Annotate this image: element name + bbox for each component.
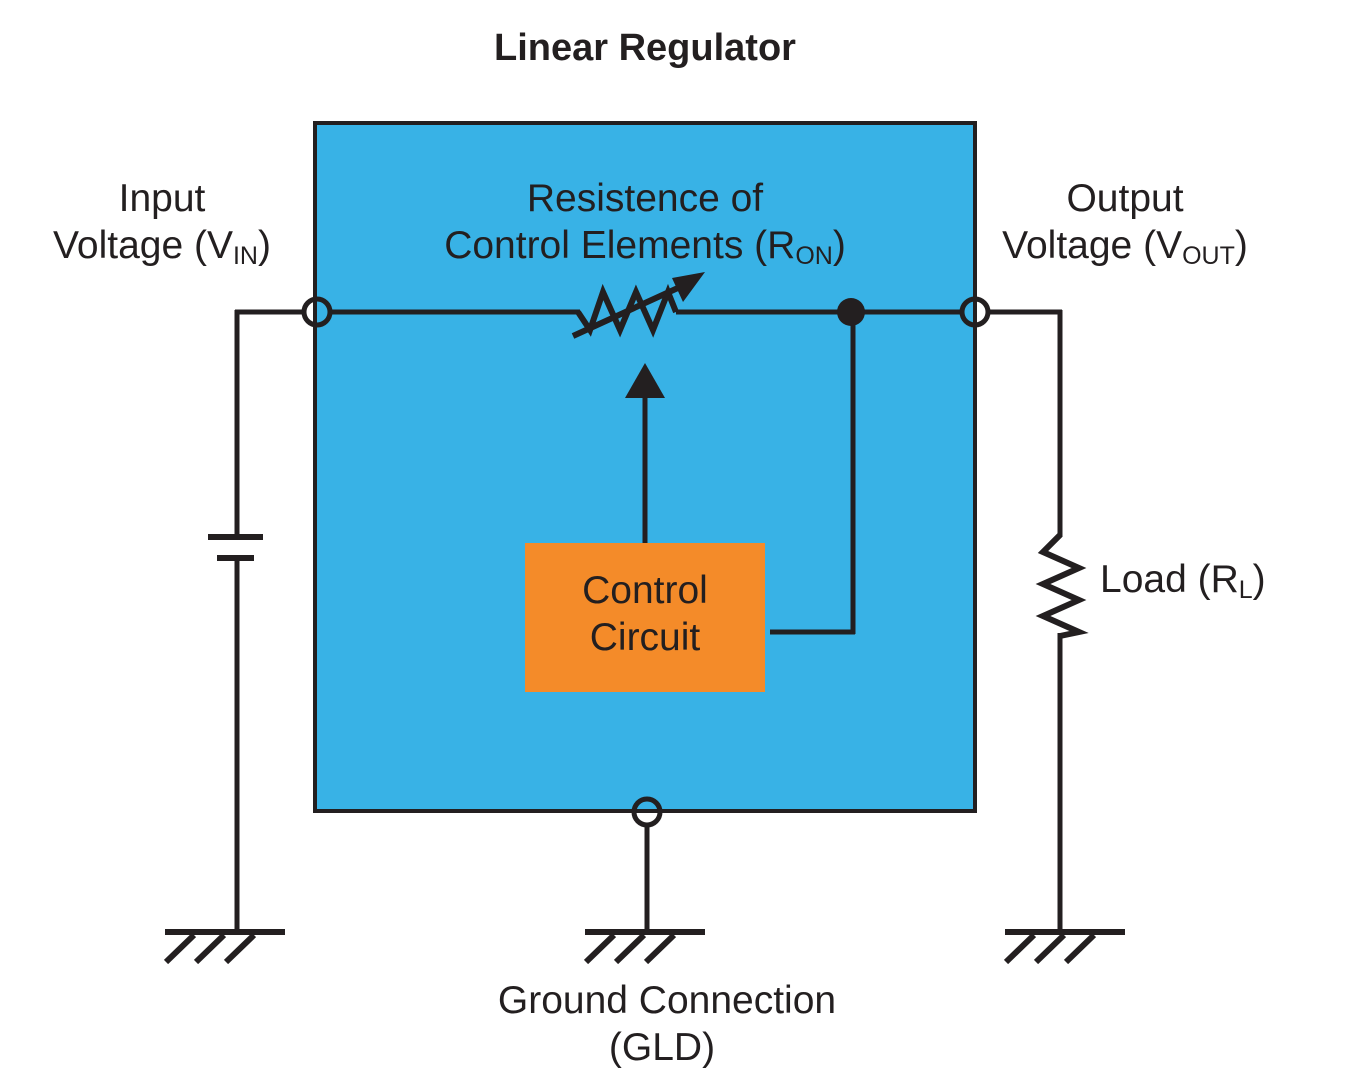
control-circuit-block <box>525 543 765 692</box>
ron-label-line2: Control Elements (RON) <box>444 224 846 270</box>
output-voltage-label-line2: Voltage (VOUT) <box>1002 224 1248 270</box>
control-arrow <box>625 363 665 545</box>
ground-icon <box>163 929 285 965</box>
ground-connection-label-line1: Ground Connection <box>498 979 836 1022</box>
output-terminal <box>959 296 991 328</box>
input-terminal <box>301 296 333 328</box>
input-voltage-label-line1: Input <box>119 177 206 220</box>
output-voltage-label-line1: Output <box>1066 177 1183 220</box>
ground-terminal <box>631 796 663 828</box>
input-voltage-label-line2: Voltage (VIN) <box>53 224 271 270</box>
variable-resistor-icon <box>571 272 705 339</box>
battery-icon <box>208 534 263 561</box>
ron-label-line1: Resistence of <box>527 177 763 220</box>
load-label: Load (RL) <box>1100 558 1266 604</box>
ground-icon <box>583 929 705 965</box>
feedback-wire <box>770 312 856 635</box>
control-circuit-label-line1: Control <box>582 569 708 612</box>
load-resistor-icon <box>1035 532 1089 639</box>
ground-icon <box>1003 929 1125 965</box>
control-circuit-label-line2: Circuit <box>590 616 701 659</box>
junction-node <box>837 298 865 326</box>
diagram-title: Linear Regulator <box>494 27 796 69</box>
ground-connection-label-line2: (GLD) <box>609 1026 715 1069</box>
